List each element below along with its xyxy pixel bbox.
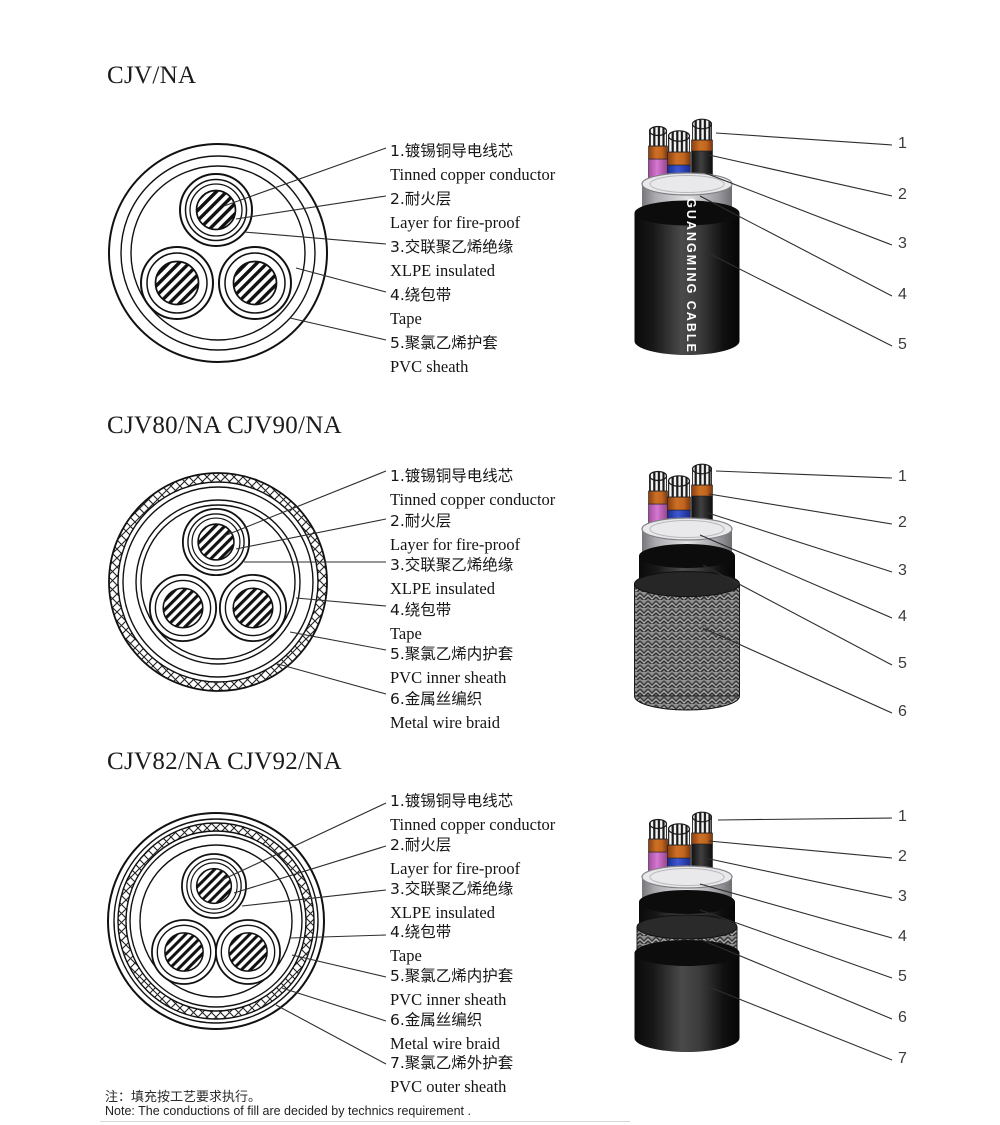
label-item: 4.绕包带 Tape <box>390 283 451 330</box>
label-item: 5.聚氯乙烯内护套 PVC inner sheath <box>390 964 513 1011</box>
leader-lines-1-right <box>699 132 893 347</box>
label-zh: 3.交联聚乙烯绝缘 <box>390 880 514 898</box>
label-en: Metal wire braid <box>390 713 500 732</box>
callout-number: 5 <box>898 655 907 672</box>
leader-lines-2-right <box>699 470 893 714</box>
label-item: 1.镀锡铜导电线芯 Tinned copper conductor <box>390 139 555 186</box>
cable-illustration-3 <box>634 811 740 1052</box>
label-en: Layer for fire-proof <box>390 859 521 878</box>
label-en: XLPE insulated <box>390 261 495 280</box>
label-en: PVC inner sheath <box>390 668 507 687</box>
callout-number: 3 <box>898 888 907 905</box>
label-zh: 5.聚氯乙烯护套 <box>390 334 498 352</box>
callout-number: 6 <box>898 1009 907 1026</box>
callout-number: 4 <box>898 286 907 303</box>
callout-number: 2 <box>898 186 907 203</box>
section-title-1: CJV/NA <box>107 62 197 89</box>
cable-illustration-1: GUANGMING CABLE <box>634 118 740 355</box>
section-title-2: CJV80/NA CJV90/NA <box>107 412 342 439</box>
label-item: 6.金属丝编织 Metal wire braid <box>390 687 500 734</box>
callout-number: 1 <box>898 468 907 485</box>
label-zh: 2.耐火层 <box>390 512 452 530</box>
callout-number: 5 <box>898 968 907 985</box>
note-en: Note: The conductions of fill are decide… <box>105 1104 471 1118</box>
label-en: Tinned copper conductor <box>390 165 556 184</box>
label-item: 6.金属丝编织 Metal wire braid <box>390 1008 500 1055</box>
label-zh: 1.镀锡铜导电线芯 <box>390 467 514 485</box>
label-item: 1.镀锡铜导电线芯 Tinned copper conductor <box>390 464 555 511</box>
label-en: Tape <box>390 946 422 965</box>
callout-number: 6 <box>898 703 907 720</box>
label-en: Tape <box>390 624 422 643</box>
label-zh: 3.交联聚乙烯绝缘 <box>390 238 514 256</box>
label-en: Tape <box>390 309 422 328</box>
label-en: PVC inner sheath <box>390 990 507 1009</box>
callout-number: 4 <box>898 928 907 945</box>
label-zh: 4.绕包带 <box>390 601 452 619</box>
label-item: 5.聚氯乙烯护套 PVC sheath <box>390 331 498 378</box>
label-zh: 5.聚氯乙烯内护套 <box>390 645 514 663</box>
callout-number: 7 <box>898 1050 907 1067</box>
label-en: XLPE insulated <box>390 903 495 922</box>
label-zh: 4.绕包带 <box>390 286 452 304</box>
label-zh: 6.金属丝编织 <box>390 690 483 708</box>
label-item: 4.绕包带 Tape <box>390 598 451 645</box>
label-item: 2.耐火层 Layer for fire-proof <box>390 833 520 880</box>
label-item: 4.绕包带 Tape <box>390 920 451 967</box>
cable-brand-text: GUANGMING CABLE <box>684 198 698 354</box>
label-item: 3.交联聚乙烯绝缘 XLPE insulated <box>390 553 513 600</box>
section-title-3: CJV82/NA CJV92/NA <box>107 748 342 775</box>
cross-section-1 <box>108 143 328 363</box>
label-en: Tinned copper conductor <box>390 490 556 509</box>
callout-number: 3 <box>898 235 907 252</box>
label-en: Layer for fire-proof <box>390 213 521 232</box>
cable-illustration-2 <box>634 463 740 711</box>
label-zh: 5.聚氯乙烯内护套 <box>390 967 514 985</box>
label-en: Tinned copper conductor <box>390 815 556 834</box>
leader-lines-2-left <box>223 470 387 695</box>
bottom-rule <box>100 1121 630 1122</box>
label-item: 3.交联聚乙烯绝缘 XLPE insulated <box>390 235 513 282</box>
label-zh: 6.金属丝编织 <box>390 1011 483 1029</box>
label-zh: 1.镀锡铜导电线芯 <box>390 792 514 810</box>
label-item: 3.交联聚乙烯绝缘 XLPE insulated <box>390 877 513 924</box>
label-zh: 2.耐火层 <box>390 836 452 854</box>
label-zh: 7.聚氯乙烯外护套 <box>390 1054 514 1072</box>
label-en: Metal wire braid <box>390 1034 500 1053</box>
label-item: 1.镀锡铜导电线芯 Tinned copper conductor <box>390 789 555 836</box>
label-zh: 3.交联聚乙烯绝缘 <box>390 556 514 574</box>
label-en: PVC outer sheath <box>390 1077 507 1096</box>
leader-lines-3-left <box>221 802 387 1065</box>
callout-number: 4 <box>898 608 907 625</box>
leader-lines-1-left <box>223 147 387 341</box>
callout-number: 5 <box>898 336 907 353</box>
label-en: XLPE insulated <box>390 579 495 598</box>
leader-lines-3-right <box>699 817 893 1061</box>
callout-number: 2 <box>898 848 907 865</box>
label-item: 5.聚氯乙烯内护套 PVC inner sheath <box>390 642 513 689</box>
label-en: PVC sheath <box>390 357 469 376</box>
label-item: 7.聚氯乙烯外护套 PVC outer sheath <box>390 1051 513 1098</box>
callout-number: 1 <box>898 808 907 825</box>
label-en: Layer for fire-proof <box>390 535 521 554</box>
label-zh: 1.镀锡铜导电线芯 <box>390 142 514 160</box>
note-zh: 注：填充按工艺要求执行。 <box>105 1090 262 1105</box>
callout-number: 3 <box>898 562 907 579</box>
callout-number: 2 <box>898 514 907 531</box>
cross-section-2 <box>108 472 328 692</box>
label-zh: 4.绕包带 <box>390 923 452 941</box>
label-item: 2.耐火层 Layer for fire-proof <box>390 187 520 234</box>
cross-section-3 <box>107 812 325 1030</box>
label-item: 2.耐火层 Layer for fire-proof <box>390 509 520 556</box>
callout-number: 1 <box>898 135 907 152</box>
label-zh: 2.耐火层 <box>390 190 452 208</box>
